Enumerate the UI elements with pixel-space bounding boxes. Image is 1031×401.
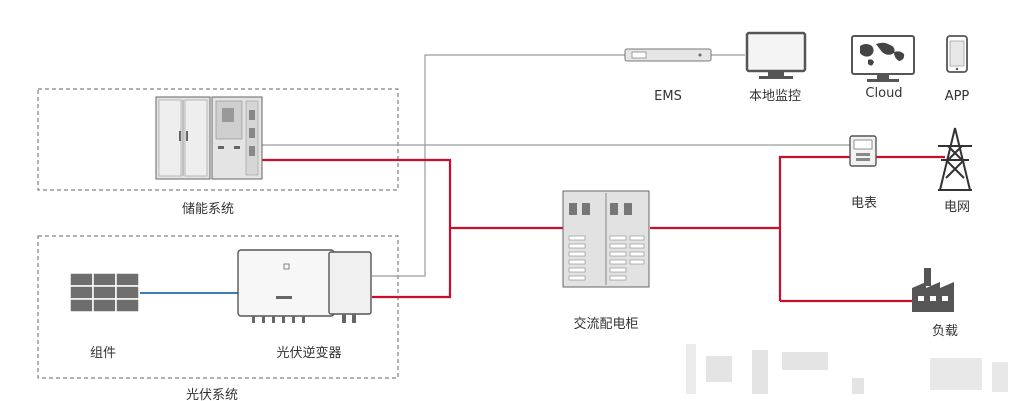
comm-lines bbox=[262, 54, 850, 277]
label-meter: 电表 bbox=[851, 196, 877, 211]
label-local-monitor: 本地监控 bbox=[749, 89, 801, 104]
label-grid: 电网 bbox=[944, 200, 970, 215]
label-pv-inverter: 光伏逆变器 bbox=[276, 345, 341, 361]
label-pv-system: 光伏系统 bbox=[186, 388, 238, 401]
battery-cabinet-icon bbox=[155, 96, 263, 180]
label-cloud: Cloud bbox=[865, 86, 902, 101]
label-module: 组件 bbox=[90, 346, 116, 361]
label-ac-cabinet: 交流配电柜 bbox=[573, 316, 638, 332]
pv-system-group bbox=[37, 235, 399, 379]
cloud-map-icon bbox=[851, 35, 915, 82]
factory-icon bbox=[912, 268, 954, 312]
meter-icon bbox=[849, 135, 877, 167]
ac-cabinet-icon bbox=[562, 190, 650, 288]
solar-panel-icon bbox=[69, 272, 140, 313]
phone-icon bbox=[946, 35, 968, 73]
storage-system-group bbox=[37, 88, 399, 191]
label-app: APP bbox=[945, 89, 970, 104]
label-ems: EMS bbox=[654, 89, 682, 104]
ems-icon bbox=[624, 48, 712, 62]
label-storage-system: 储能系统 bbox=[182, 202, 234, 217]
watermark-blur bbox=[686, 344, 1008, 394]
power-lines bbox=[262, 155, 945, 303]
power-tower-icon bbox=[938, 127, 972, 191]
label-load: 负载 bbox=[932, 324, 958, 339]
inverter-icon bbox=[237, 249, 372, 323]
monitor-icon bbox=[745, 31, 807, 79]
